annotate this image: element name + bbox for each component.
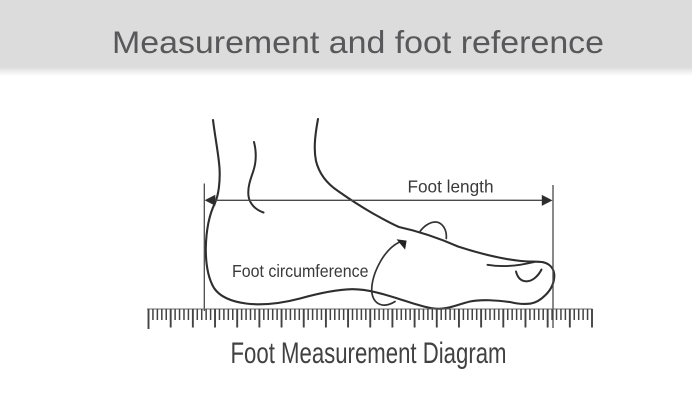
svg-text:Foot Measurement Diagram: Foot Measurement Diagram (231, 337, 507, 370)
svg-text:Foot length: Foot length (408, 177, 494, 197)
svg-text:Measurement and foot reference: Measurement and foot reference (112, 24, 604, 60)
svg-text:Foot circumference: Foot circumference (232, 261, 369, 281)
